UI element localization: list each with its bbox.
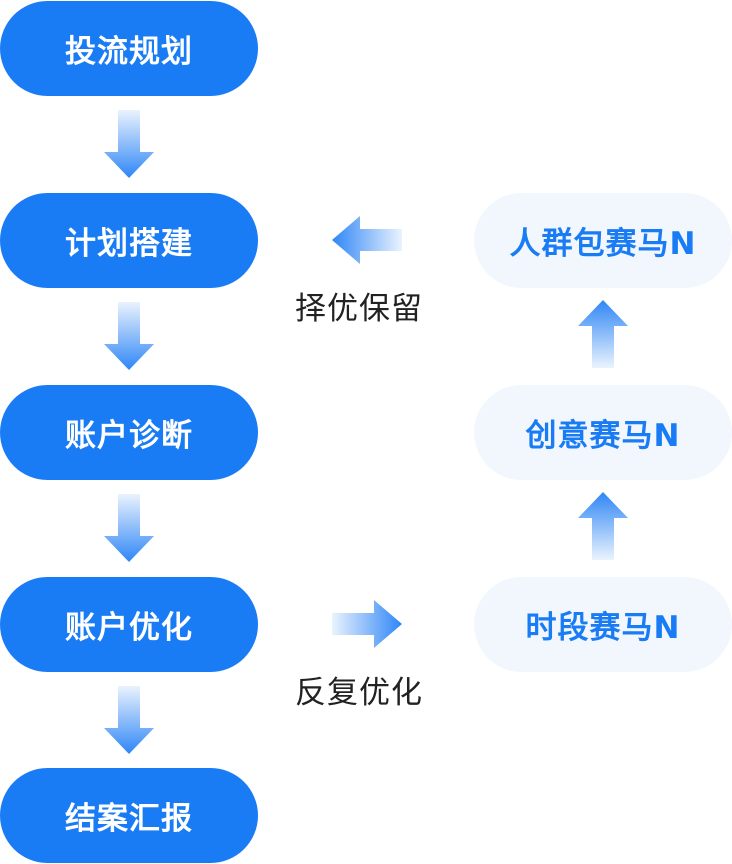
step-optimize-label: 账户优化 [65, 610, 193, 646]
caption-keep: 择优保留 [295, 291, 423, 327]
arrow-up-icon [578, 300, 628, 368]
side-timeslot-pill: 时段赛马N [474, 577, 732, 672]
arrow-down-icon [104, 302, 154, 370]
arrow-right-icon [332, 600, 402, 648]
step-diagnose-pill: 账户诊断 [0, 385, 258, 480]
step-diagnose-label: 账户诊断 [65, 418, 193, 454]
step-build-pill: 计划搭建 [0, 193, 258, 288]
step-report-label: 结案汇报 [65, 801, 193, 837]
arrow-down-icon [104, 494, 154, 562]
side-timeslot-label: 时段赛马N [525, 610, 681, 646]
side-creative-pill: 创意赛马N [474, 385, 732, 480]
arrow-left-icon [332, 216, 402, 264]
step-build-label: 计划搭建 [65, 226, 193, 262]
arrow-up-icon [578, 492, 628, 560]
side-audience-label: 人群包赛马N [509, 226, 697, 262]
side-creative-label: 创意赛马N [525, 418, 681, 454]
arrow-down-icon [104, 110, 154, 178]
step-optimize-pill: 账户优化 [0, 577, 258, 672]
caption-iterate: 反复优化 [295, 675, 423, 711]
step-plan-label: 投流规划 [65, 34, 193, 70]
side-audience-pill: 人群包赛马N [474, 193, 732, 288]
step-plan-pill: 投流规划 [0, 1, 258, 96]
step-report-pill: 结案汇报 [0, 768, 258, 863]
arrow-down-icon [104, 686, 154, 754]
